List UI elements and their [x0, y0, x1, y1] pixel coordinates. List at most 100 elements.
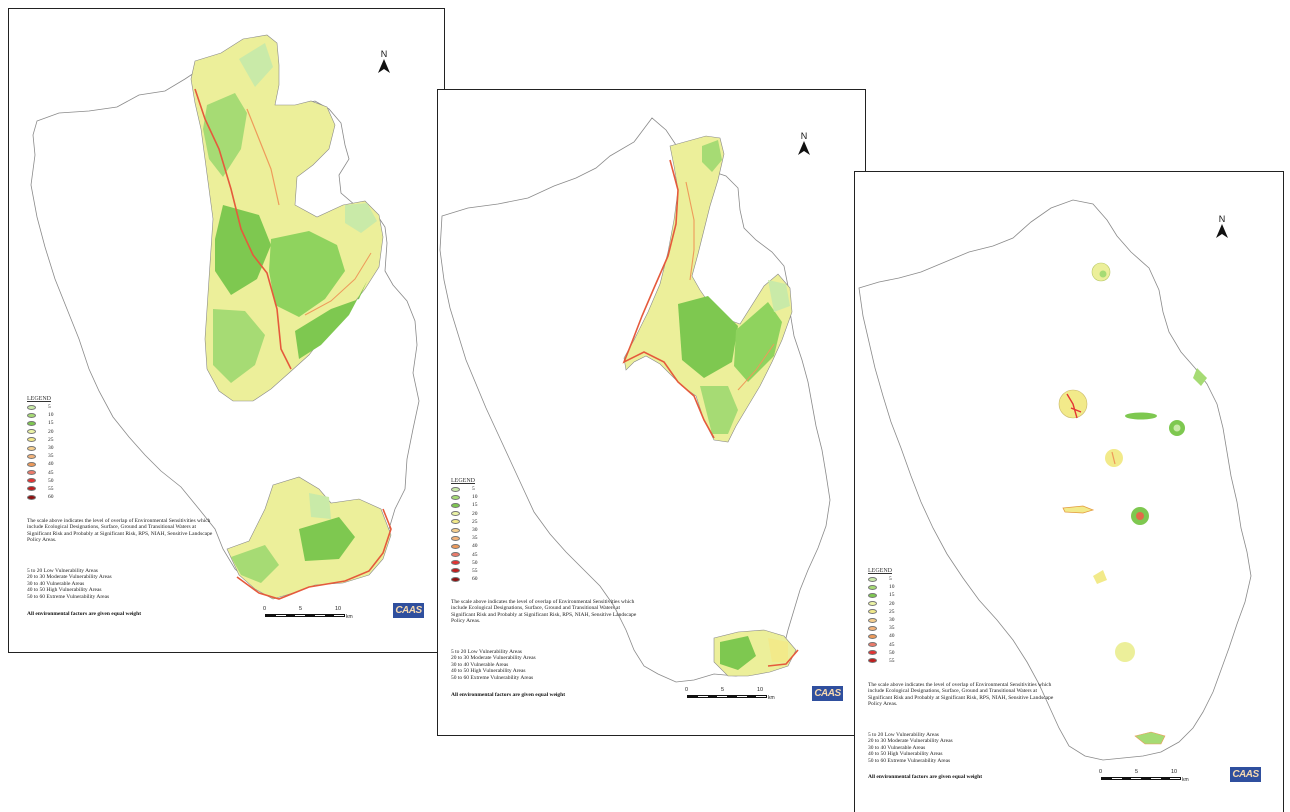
legend-item: 45 — [451, 551, 478, 559]
scale-bar-graphic — [265, 614, 345, 617]
legend-swatch — [868, 592, 877, 598]
scale-segment — [1102, 778, 1112, 779]
legend-label: 40 — [889, 633, 895, 640]
legend-swatch — [868, 609, 877, 615]
legend-label: 35 — [48, 453, 54, 460]
legend-swatch — [451, 560, 460, 566]
weight-note: All environmental factors are given equa… — [27, 611, 142, 617]
legend-swatch — [868, 617, 877, 623]
zone-north-green-4 — [700, 386, 738, 434]
legend-item: 10 — [868, 583, 895, 591]
risk-line-north-1 — [194, 88, 292, 370]
scale-segment — [1151, 778, 1161, 779]
legend-item: 30 — [451, 526, 478, 534]
legend-item: 30 — [27, 444, 54, 452]
legend-item: 15 — [868, 591, 895, 599]
legend-item: 45 — [27, 469, 54, 477]
legend-swatch — [451, 527, 460, 533]
legend-swatch — [451, 511, 460, 517]
legend-swatch — [868, 625, 877, 631]
legend-item: 40 — [27, 460, 54, 468]
legend-item: 20 — [868, 600, 895, 608]
north-label: N — [800, 131, 808, 141]
legend-label: 25 — [48, 436, 54, 443]
scale-segment — [1131, 778, 1141, 779]
legend-label: 20 — [48, 428, 54, 435]
scale-segment — [1170, 778, 1180, 779]
legend-item: 60 — [27, 493, 54, 501]
legend-label: 25 — [889, 608, 895, 615]
legend-swatch — [27, 470, 36, 476]
scale-tick-label: 0 — [685, 687, 689, 693]
legend-swatch — [451, 486, 460, 492]
legend-item: 40 — [868, 632, 895, 640]
north-label: N — [380, 49, 388, 59]
legend-swatch — [27, 429, 36, 435]
zone-8-core — [1136, 512, 1144, 520]
scale-segment — [1141, 778, 1151, 779]
north-arrow-icon — [378, 59, 390, 73]
scale-segment — [295, 615, 305, 616]
legend-item: 10 — [27, 411, 54, 419]
scale-tick-label: 0 — [1099, 769, 1103, 775]
zone-north-green-2 — [678, 296, 738, 378]
legend-label: 45 — [889, 641, 895, 648]
caas-logo: CAAS — [812, 686, 843, 701]
legend-label: 35 — [889, 625, 895, 632]
scale-segment — [1160, 778, 1171, 779]
vulnerability-class: 40 to 50 High Vulnerability Areas — [27, 587, 102, 594]
vulnerability-class: 30 to 40 Vulnerable Areas — [451, 661, 509, 668]
scale-segment — [266, 615, 276, 616]
zone-7 — [1062, 505, 1095, 514]
legend-label: 10 — [472, 494, 478, 501]
legend-swatch — [868, 650, 877, 656]
north-arrow-icon — [798, 141, 810, 155]
legend-swatch — [451, 519, 460, 525]
scale-tick-label: 5 — [299, 606, 303, 612]
zone-north-light-1 — [345, 203, 377, 233]
zone-5-core — [1173, 424, 1181, 432]
legend-item: 40 — [451, 542, 478, 550]
legend-item: 20 — [27, 428, 54, 436]
weight-note: All environmental factors are given equa… — [451, 692, 566, 698]
zone-north-light-2 — [239, 43, 273, 87]
legend-item: 35 — [27, 452, 54, 460]
legend-swatch — [868, 584, 877, 590]
risk-line-north-3 — [304, 252, 372, 316]
legend-label: 50 — [472, 559, 478, 566]
legend-swatch — [27, 486, 36, 492]
legend-swatch — [868, 642, 877, 648]
zone-north-green-3 — [734, 302, 782, 382]
legend-swatch — [27, 453, 36, 459]
legend-label: 45 — [472, 551, 478, 558]
overlap-note: The scale above indicates the level of o… — [451, 599, 637, 625]
scale-tick-label: 5 — [1135, 769, 1139, 775]
legend-item: 5 — [451, 485, 478, 493]
legend-item: 25 — [27, 436, 54, 444]
legend-swatch — [27, 461, 36, 467]
legend-swatch — [27, 404, 36, 410]
legend-label: 30 — [48, 445, 54, 452]
scale-segment — [305, 615, 315, 616]
legend-title: LEGEND — [27, 396, 51, 402]
risk-line-north-2 — [685, 181, 695, 281]
legend-item: 55 — [451, 567, 478, 575]
legend-item: 10 — [451, 493, 478, 501]
legend-swatch — [27, 478, 36, 484]
zone-4 — [1125, 412, 1157, 420]
legend-label: 20 — [889, 600, 895, 607]
vulnerability-class: 5 to 20 Low Vulnerability Areas — [27, 568, 98, 574]
legend-label: 50 — [48, 477, 54, 484]
county-map-2 — [439, 117, 831, 683]
legend-item: 15 — [451, 501, 478, 509]
legend-label: 55 — [48, 485, 54, 492]
scale-unit: km — [1182, 777, 1189, 783]
zone-south-green — [720, 636, 756, 670]
north-arrow: N — [1213, 215, 1231, 238]
legend-item: 55 — [868, 657, 895, 665]
